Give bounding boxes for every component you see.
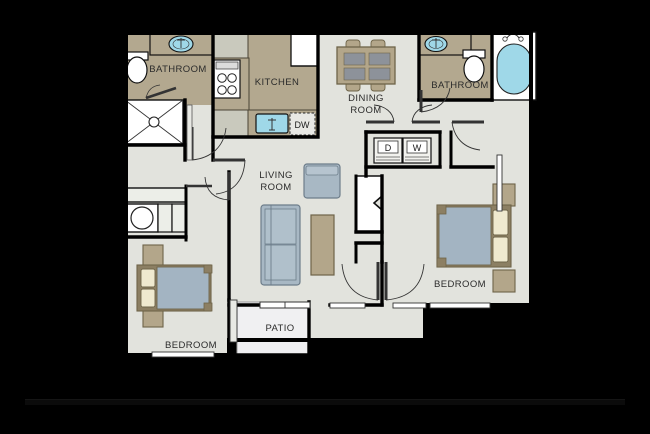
bed-left-pillow-1	[140, 268, 156, 288]
bed-left-mattress	[156, 266, 210, 310]
label-kitchen: KITCHEN	[255, 77, 300, 88]
linen-shelf	[125, 187, 187, 203]
nightstand-right-bottom	[492, 269, 516, 293]
bedroom-left-furniture	[136, 244, 213, 328]
door-kitchen-swing	[215, 159, 246, 195]
nightstand-right-top	[492, 183, 516, 207]
range-control-panel	[215, 61, 239, 70]
range-burner-2	[227, 73, 237, 83]
bed-left-post-1	[203, 264, 213, 274]
label-bathroom-left: BATHROOM	[149, 64, 206, 75]
window-side-right	[496, 154, 503, 212]
wall-detail-left	[186, 104, 193, 161]
footer-divider	[25, 399, 625, 405]
dining-placemat-2	[368, 52, 391, 66]
bathroom-left-fixtures	[124, 32, 214, 145]
range-burner-3	[217, 85, 227, 95]
label-living-room-line2: ROOM	[260, 182, 291, 193]
window-bedroom-left	[151, 351, 215, 358]
range-burner-1	[217, 73, 227, 83]
label-dining-room-line2: ROOM	[350, 105, 381, 116]
dryer-label: D	[385, 143, 392, 153]
dryer-door	[377, 140, 399, 154]
washer-label: W	[413, 143, 422, 153]
door-laundry-left-swing	[373, 104, 395, 123]
footer-bar	[0, 390, 650, 434]
label-patio: PATIO	[265, 323, 294, 334]
hall-closet-left	[125, 187, 187, 233]
laundry-group: D W	[373, 137, 432, 164]
closet-shelf-a	[157, 203, 173, 233]
bathtub-basin	[496, 43, 532, 95]
patio-side-panel	[229, 299, 238, 343]
dryer-vents	[376, 156, 400, 161]
sofa-cushion-2	[264, 244, 297, 281]
bed-right-mattress	[438, 206, 492, 266]
range-burner-4	[227, 85, 237, 95]
dining-table-group	[336, 39, 396, 92]
washer-vents	[405, 156, 429, 161]
window-bedroom-right	[429, 302, 491, 309]
dishwasher-label: DW	[295, 120, 310, 130]
room-labels: BATHROOM KITCHEN DINING ROOM BATHROOM LI…	[149, 64, 488, 351]
living-room-furniture	[260, 163, 341, 286]
door-bedroom-left-swing	[204, 176, 230, 201]
bed-right-pillow-2	[492, 236, 509, 263]
label-bedroom-right: BEDROOM	[434, 279, 486, 290]
wall-kitchen-right	[211, 31, 320, 139]
sink-kitchen-faucet	[268, 118, 276, 131]
kitchen-fixtures: DW	[212, 33, 319, 138]
nightstand-left-top	[142, 244, 164, 268]
wall-patio-right	[227, 300, 311, 357]
sink-bath-right-faucet	[432, 38, 440, 48]
shower-bath-left-drain	[148, 116, 160, 128]
shower-door-left-swing	[145, 84, 161, 99]
sofa-cushion-1	[264, 208, 297, 245]
armchair-back	[305, 165, 339, 176]
bathtub-handle-2	[518, 36, 524, 42]
door-hall-right-swing	[451, 121, 481, 151]
shower-door-left	[145, 86, 177, 100]
walls	[124, 31, 533, 357]
door-bedroom-right-swing	[385, 263, 425, 301]
bed-right-pillow-1	[492, 209, 509, 236]
label-bedroom-left: BEDROOM	[165, 340, 217, 351]
door-bath-right-swing	[420, 87, 451, 113]
label-living-room-line1: LIVING	[259, 170, 293, 181]
sink-bath-left-faucet	[177, 38, 185, 48]
dining-placemat-4	[368, 67, 391, 81]
bed-right-post-1	[436, 204, 447, 215]
floor-patio	[237, 302, 309, 355]
toilet-bath-left-bowl	[126, 56, 148, 84]
label-dining-room-line1: DINING	[348, 93, 384, 104]
closet-shelf-b	[171, 203, 187, 233]
coffee-table	[310, 214, 335, 276]
bed-right-post-2	[436, 257, 447, 268]
water-heater-icon	[130, 206, 154, 230]
door-bath-left-swing	[191, 127, 227, 161]
refrigerator-icon	[290, 33, 319, 67]
washer-door	[406, 140, 428, 154]
dining-placemat-3	[343, 67, 366, 81]
door-laundry-right-swing	[411, 104, 433, 123]
bathtub-handle-1	[502, 36, 508, 42]
window-hall	[392, 302, 427, 309]
toilet-bath-right-bowl	[463, 55, 485, 83]
door-entry-swing	[341, 263, 379, 301]
window-living	[329, 302, 366, 309]
doors	[186, 87, 484, 301]
bed-left-pillow-2	[140, 288, 156, 308]
dining-placemat-1	[343, 52, 366, 66]
dishwasher-icon	[289, 112, 316, 136]
windows	[151, 104, 503, 358]
label-bathroom-right: BATHROOM	[431, 80, 488, 91]
bed-left-post-2	[203, 302, 213, 312]
